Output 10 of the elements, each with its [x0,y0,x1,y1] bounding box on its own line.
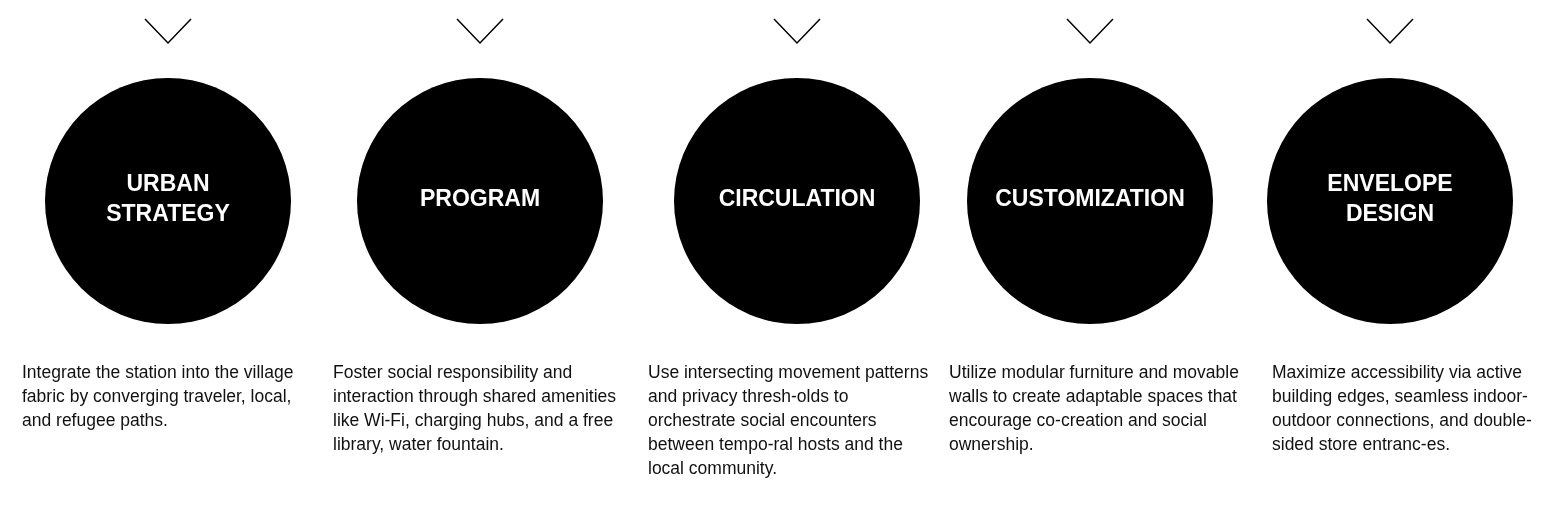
description-text: Integrate the station into the village fabric by converging traveler, local, and refugee paths. [22,361,295,432]
node-title: CUSTOMIZATION [995,184,1185,213]
node-title: URBAN STRATEGY [105,169,231,228]
description-text: Utilize modular furniture and movable walls to create adaptable spaces that encourage co-creation and social ownership. [949,361,1240,456]
description-text: Maximize accessibility via active building edges, seamless indoor-outdoor connections, and double-sided store entranc-es. [1272,361,1533,456]
description-text: Foster social responsibility and interaction through shared amenities like Wi-Fi, charging hubs, and a free library, water fountain. [333,361,618,456]
node-title: PROGRAM [419,184,541,213]
description-text: Use intersecting movement patterns and privacy thresh-olds to orchestrate social encounters between tempo-ral hosts and the local community. [648,361,930,480]
node-title: CIRCULATION [718,184,876,213]
node-title: ENVELOPE DESIGN [1326,169,1454,228]
